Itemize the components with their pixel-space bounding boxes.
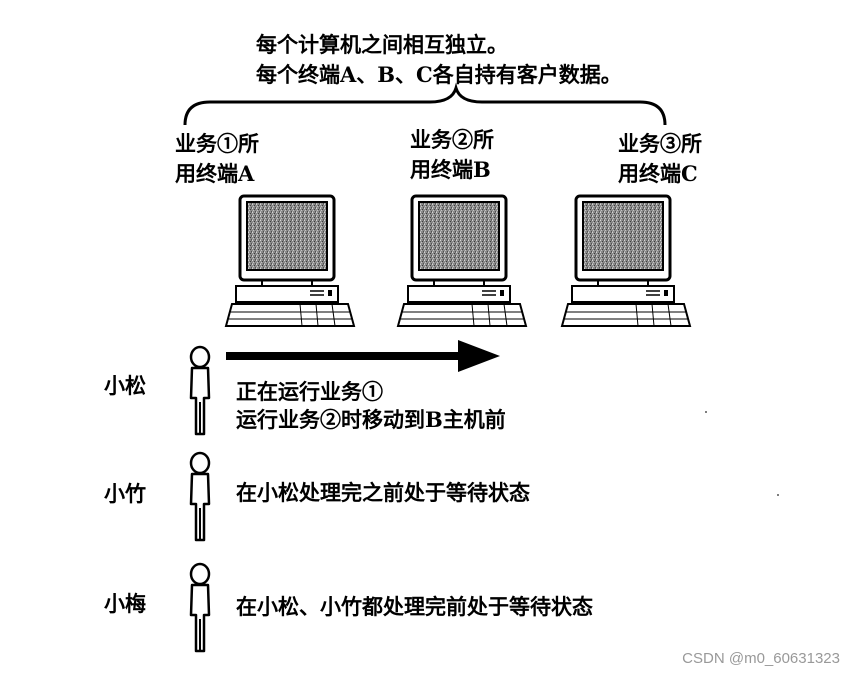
watermark: CSDN @m0_60631323	[682, 650, 840, 667]
person-name-komatsu: 小松	[104, 373, 146, 398]
move-arrow-head	[458, 340, 500, 372]
person-icon	[189, 451, 211, 542]
terminal-b-label-line-1: 业务②所	[410, 127, 494, 152]
person-status-koume: 在小松、小竹都处理完前处于等待状态	[236, 594, 593, 619]
header-line-2: 每个终端A、B、C各自持有客户数据。	[256, 62, 622, 87]
person-name-koume: 小梅	[104, 591, 146, 616]
header-line-1: 每个计算机之间相互独立。	[256, 32, 508, 57]
terminal-a-label-line-2: 用终端A	[175, 161, 255, 186]
person-status-komatsu-line-2: 运行业务②时移动到B主机前	[236, 407, 506, 432]
person-status-komatsu-line-1: 正在运行业务①	[236, 379, 383, 404]
terminal-a-label-line-1: 业务①所	[175, 131, 259, 156]
terminal-c-label-line-2: 用终端C	[618, 161, 698, 186]
person-name-kotake: 小竹	[104, 481, 146, 506]
terminal-c-label-line-1: 业务③所	[618, 131, 702, 156]
person-status-kotake: 在小松处理完之前处于等待状态	[236, 480, 530, 505]
person-icon	[189, 562, 211, 653]
computer-b-icon	[396, 194, 528, 328]
terminal-b-label-line-2: 用终端B	[410, 157, 491, 182]
grouping-brace	[183, 82, 667, 126]
person-icon	[189, 345, 211, 436]
computer-a-icon	[224, 194, 356, 328]
computer-c-icon	[560, 194, 692, 328]
